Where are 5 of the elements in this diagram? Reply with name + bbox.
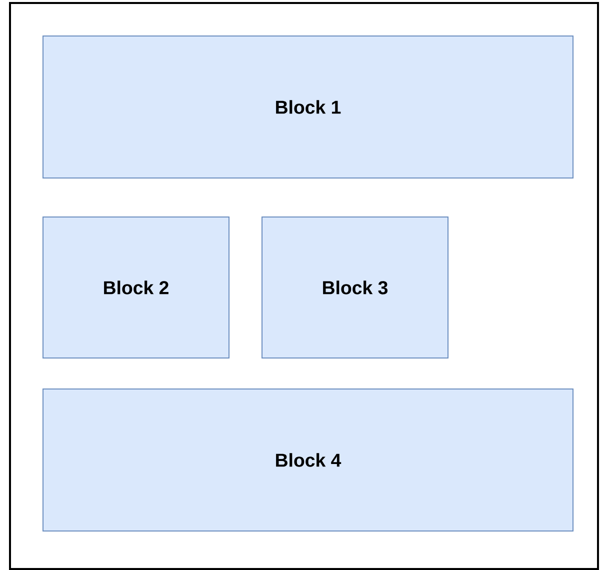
block-box: Block 4 [42, 388, 574, 532]
block-box: Block 2 [42, 216, 230, 358]
frame-box [9, 2, 599, 570]
block-box: Block 1 [42, 36, 574, 178]
block-box: Block 3 [262, 216, 448, 358]
